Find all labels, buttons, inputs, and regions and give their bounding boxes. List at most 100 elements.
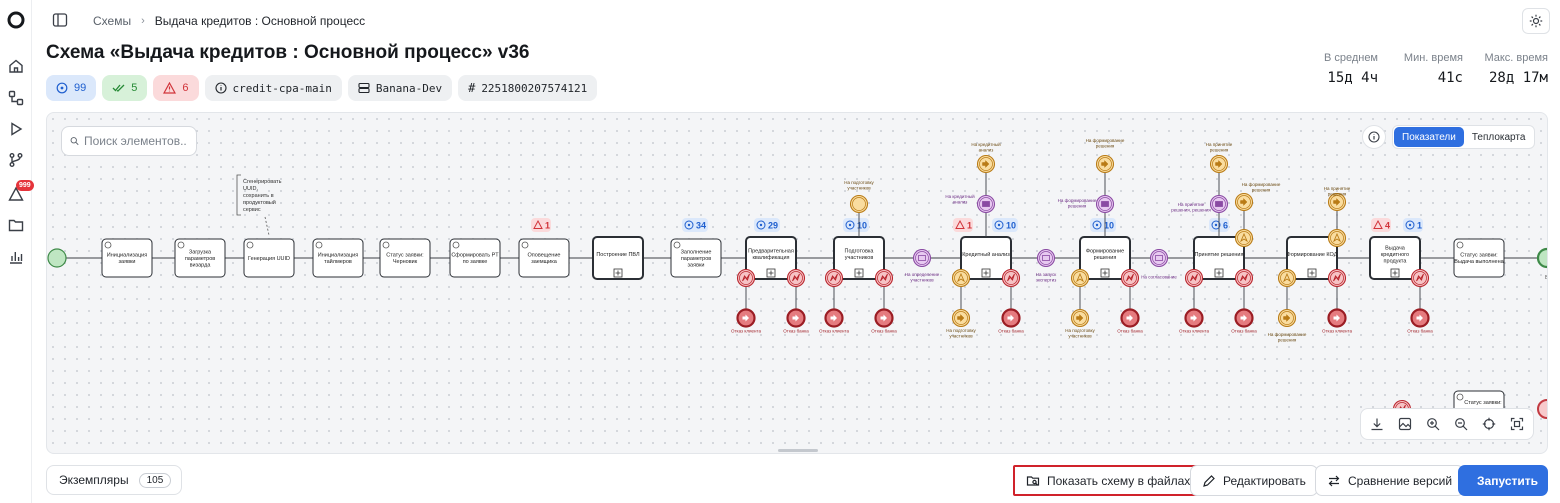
intermediate-signal-event[interactable] — [849, 194, 869, 214]
boundary-error-event[interactable] — [1410, 268, 1430, 288]
boundary-error-event[interactable] — [824, 268, 844, 288]
fit-screen-icon[interactable] — [1504, 411, 1530, 437]
task-node[interactable]: Формирование КОД — [1286, 236, 1338, 280]
end-event-reject[interactable] — [1184, 308, 1204, 328]
running-chip[interactable]: 99 — [46, 75, 97, 101]
end-event-reject[interactable] — [824, 308, 844, 328]
end-event-reject[interactable] — [1120, 308, 1140, 328]
schemes-icon[interactable] — [6, 88, 26, 108]
intermediate-message-event[interactable] — [1095, 194, 1115, 214]
end-event-reject[interactable] — [786, 308, 806, 328]
task-node[interactable]: Статус заявки:Выдача выполнена — [1453, 238, 1505, 278]
end-event-reject[interactable] — [1327, 308, 1347, 328]
link-event[interactable] — [1070, 308, 1090, 328]
run-button[interactable]: Запустить — [1458, 465, 1548, 496]
server-chip[interactable]: Banana-Dev — [347, 75, 453, 101]
link-event[interactable] — [1234, 192, 1254, 212]
play-icon[interactable] — [6, 119, 26, 139]
zoom-out-icon[interactable] — [1448, 411, 1474, 437]
breadcrumb-root[interactable]: Схемы — [93, 14, 132, 28]
legend-info-button[interactable] — [1362, 125, 1386, 149]
intermediate-message-event[interactable] — [1149, 248, 1169, 268]
sidebar-toggle-icon[interactable] — [52, 12, 68, 28]
error-count-badge[interactable]: 4 — [1371, 218, 1391, 232]
boundary-error-event[interactable] — [874, 268, 894, 288]
intermediate-message-event[interactable] — [1036, 248, 1056, 268]
boundary-error-event[interactable] — [786, 268, 806, 288]
link-event[interactable] — [976, 154, 996, 174]
incidents-icon[interactable] — [6, 184, 26, 204]
diagram-canvas[interactable]: ВыдачаСгенерироватьUUID,сохранить впроду… — [46, 112, 1548, 454]
image-export-icon[interactable] — [1392, 411, 1418, 437]
link-event[interactable] — [951, 308, 971, 328]
boundary-escalation-event[interactable] — [1327, 228, 1347, 248]
id-chip[interactable]: # 2251800207574121 — [458, 75, 598, 101]
link-event[interactable] — [1327, 192, 1347, 212]
instances-button[interactable]: Экземпляры 105 — [46, 465, 183, 495]
tab-heatmap[interactable]: Теплокарта — [1471, 131, 1526, 143]
link-event[interactable] — [1209, 154, 1229, 174]
boundary-escalation-event[interactable] — [1070, 268, 1090, 288]
end-event-reject[interactable] — [874, 308, 894, 328]
errors-chip[interactable]: 6 — [153, 75, 199, 101]
end-event[interactable] — [1537, 399, 1548, 419]
task-node[interactable]: Генерация UUID — [243, 238, 295, 278]
end-event-reject[interactable] — [1001, 308, 1021, 328]
boundary-escalation-event[interactable] — [1277, 268, 1297, 288]
start-event[interactable] — [47, 248, 67, 268]
element-search[interactable] — [61, 126, 197, 156]
active-count-badge[interactable]: 1 — [1403, 218, 1423, 232]
task-node[interactable]: Принятие решения — [1193, 236, 1245, 280]
zoom-in-icon[interactable] — [1420, 411, 1446, 437]
active-count-badge[interactable]: 34 — [682, 218, 708, 232]
boundary-escalation-event[interactable] — [951, 268, 971, 288]
link-event[interactable] — [1277, 308, 1297, 328]
resize-handle[interactable] — [778, 449, 818, 452]
task-node[interactable]: Кредитный анализ — [960, 236, 1012, 280]
boundary-escalation-event[interactable] — [1234, 228, 1254, 248]
end-event[interactable] — [1536, 247, 1548, 269]
task-node[interactable]: Построение ПВЛ — [592, 236, 644, 280]
end-event-reject[interactable] — [1234, 308, 1254, 328]
error-count-badge[interactable]: 1 — [531, 218, 551, 232]
intermediate-message-event[interactable] — [912, 248, 932, 268]
boundary-error-event[interactable] — [1327, 268, 1347, 288]
repo-chip[interactable]: credit-cpa-main — [204, 75, 342, 101]
link-event[interactable] — [1095, 154, 1115, 174]
app-logo-icon[interactable] — [6, 10, 26, 30]
error-count-badge[interactable]: 1 — [953, 218, 973, 232]
folder-icon[interactable] — [6, 215, 26, 235]
active-count-badge[interactable]: 29 — [754, 218, 780, 232]
boundary-error-event[interactable] — [1184, 268, 1204, 288]
active-count-badge[interactable]: 10 — [992, 218, 1018, 232]
end-event-reject[interactable] — [736, 308, 756, 328]
boundary-error-event[interactable] — [1001, 268, 1021, 288]
boundary-error-event[interactable] — [1234, 268, 1254, 288]
download-icon[interactable] — [1364, 411, 1390, 437]
active-count-badge[interactable]: 10 — [843, 218, 869, 232]
end-event-reject[interactable] — [1410, 308, 1430, 328]
boundary-error-event[interactable] — [736, 268, 756, 288]
branch-icon[interactable] — [6, 150, 26, 170]
boundary-error-event[interactable] — [1120, 268, 1140, 288]
tab-indicators[interactable]: Показатели — [1394, 127, 1464, 147]
edit-button[interactable]: Редактировать — [1190, 465, 1318, 496]
theme-toggle-button[interactable] — [1522, 8, 1550, 34]
compare-versions-button[interactable]: Сравнение версий — [1315, 465, 1465, 496]
intermediate-message-event[interactable] — [976, 194, 996, 214]
intermediate-message-event[interactable] — [1209, 194, 1229, 214]
search-input[interactable] — [84, 134, 188, 148]
task-node[interactable]: Статус заявки:Черновик — [379, 238, 431, 278]
home-icon[interactable] — [6, 56, 26, 76]
center-icon[interactable] — [1476, 411, 1502, 437]
analytics-icon[interactable] — [6, 247, 26, 267]
